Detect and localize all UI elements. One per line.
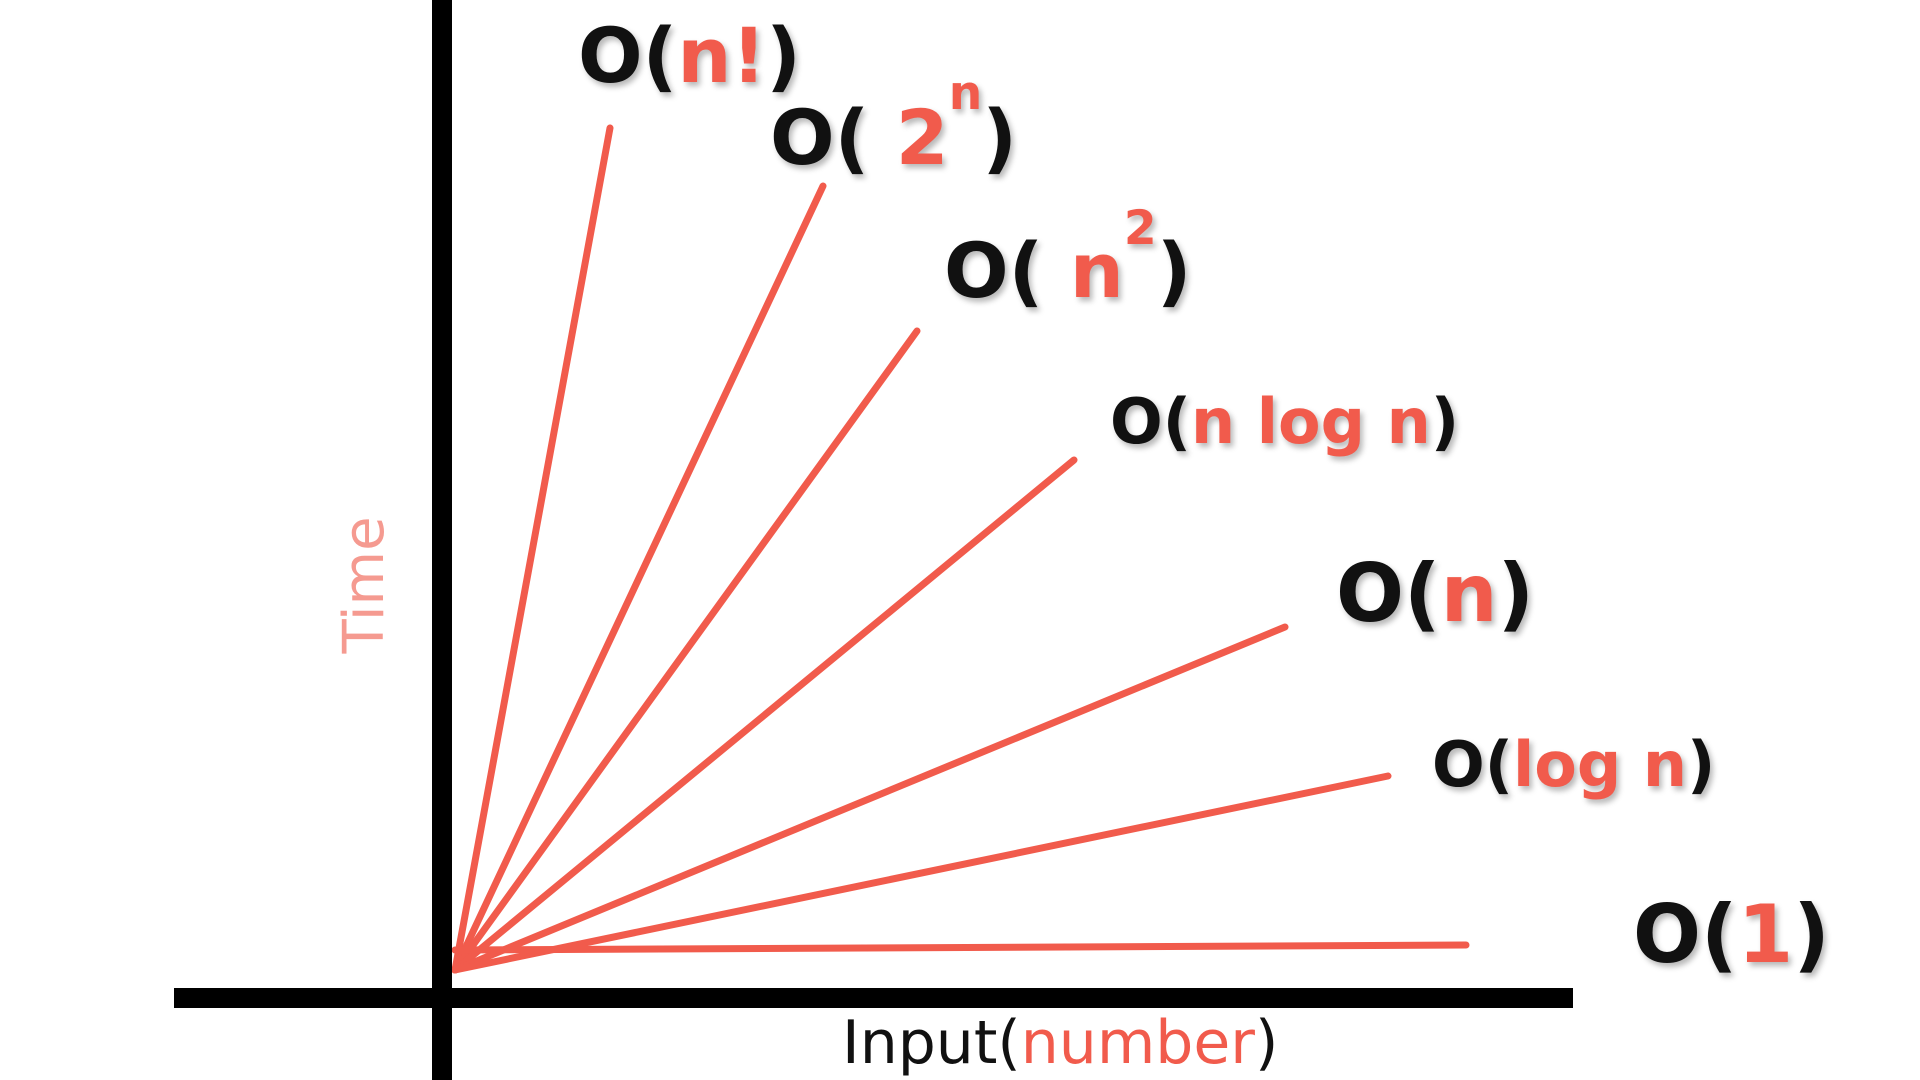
curve-factorial bbox=[451, 124, 614, 974]
label-linear-suffix: ) bbox=[1497, 547, 1535, 640]
x-axis-label-accent: number bbox=[1020, 1008, 1255, 1078]
label-quadratic-prefix: O( bbox=[944, 226, 1044, 315]
label-factorial-suffix: ) bbox=[766, 11, 801, 100]
label-logarithmic-prefix: O( bbox=[1432, 728, 1514, 801]
label-linear-term: n bbox=[1440, 547, 1498, 640]
label-quadratic-suffix: ) bbox=[1156, 226, 1192, 315]
label-logarithmic-term: log n bbox=[1513, 728, 1687, 801]
label-linearithmic: O(n log n) bbox=[1110, 391, 1459, 453]
x-axis-label: Input(number) bbox=[842, 1013, 1278, 1073]
label-factorial-term: n! bbox=[677, 11, 767, 100]
label-factorial: O(n!) bbox=[578, 18, 801, 94]
curve-constant bbox=[451, 941, 1470, 954]
axes bbox=[174, 0, 1573, 1080]
complexity-curves bbox=[451, 124, 1470, 974]
label-exponential-prefix: O( bbox=[770, 93, 870, 182]
label-exponential-suffix: ) bbox=[982, 93, 1017, 182]
x-axis-label-suffix: ) bbox=[1254, 1008, 1279, 1078]
label-linearithmic-prefix: O( bbox=[1110, 385, 1192, 458]
curve-quadratic bbox=[451, 327, 921, 974]
curve-logarithmic bbox=[451, 772, 1392, 974]
label-exponential-term: 2 bbox=[869, 93, 949, 182]
label-constant-suffix: ) bbox=[1793, 888, 1830, 981]
label-linearithmic-term: n log n bbox=[1191, 385, 1431, 458]
curve-exponential bbox=[451, 182, 827, 974]
label-quadratic: O( n2) bbox=[944, 205, 1191, 309]
curve-linearithmic bbox=[451, 456, 1078, 974]
label-linear-prefix: O( bbox=[1336, 547, 1441, 640]
label-linearithmic-suffix: ) bbox=[1430, 385, 1460, 458]
y-axis-label: Time bbox=[332, 516, 397, 654]
label-quadratic-sup: 2 bbox=[1123, 201, 1157, 256]
label-exponential: O( 2n) bbox=[770, 70, 1017, 176]
label-quadratic-term: n bbox=[1043, 226, 1124, 315]
label-factorial-prefix: O( bbox=[578, 11, 678, 100]
label-exponential-sup: n bbox=[948, 66, 983, 121]
label-linear: O(n) bbox=[1336, 554, 1534, 634]
label-logarithmic: O(log n) bbox=[1432, 734, 1715, 796]
label-logarithmic-suffix: ) bbox=[1687, 728, 1716, 801]
label-constant: O(1) bbox=[1633, 895, 1830, 975]
curve-linear bbox=[451, 623, 1289, 974]
x-axis-label-prefix: Input( bbox=[842, 1008, 1021, 1078]
label-constant-prefix: O( bbox=[1633, 888, 1738, 981]
label-constant-term: 1 bbox=[1737, 888, 1794, 981]
